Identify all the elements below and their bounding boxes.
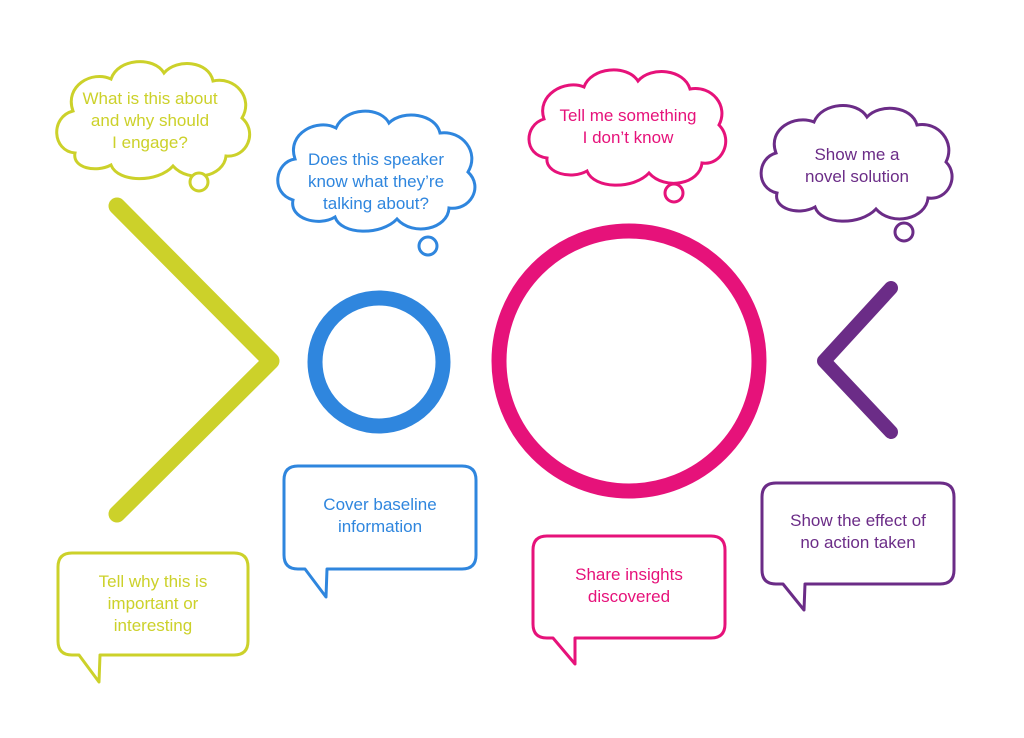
thought-cloud-pink <box>527 68 728 204</box>
small-circle <box>307 290 451 434</box>
thought-cloud-purple <box>759 104 954 243</box>
thought-cloud-yellow <box>55 60 252 193</box>
speech-bubble-yellow <box>56 551 250 684</box>
speech-bubble-purple <box>760 481 956 612</box>
greater-than-chevron <box>108 197 280 523</box>
large-circle <box>491 223 767 499</box>
speech-bubble-blue <box>282 464 478 599</box>
less-than-chevron <box>817 281 898 439</box>
speech-bubble-pink <box>531 534 727 666</box>
thought-cloud-blue <box>276 109 477 257</box>
